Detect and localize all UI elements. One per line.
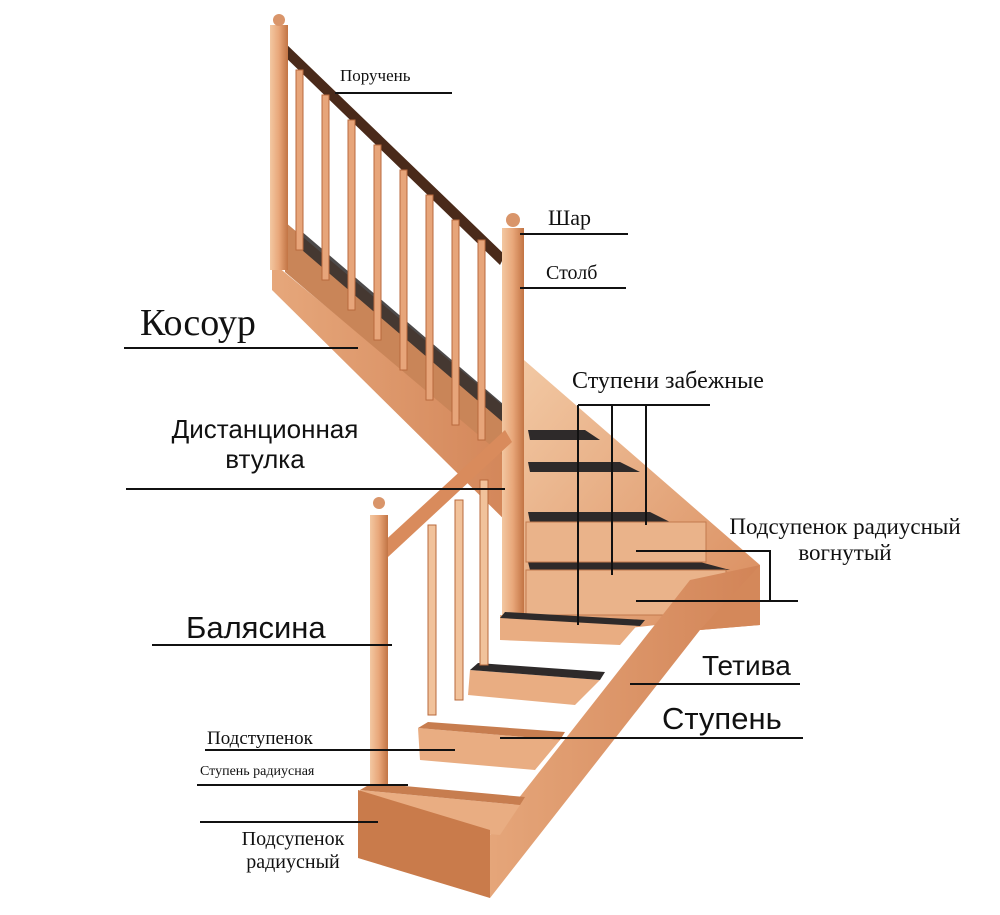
lower-stringer	[478, 565, 760, 898]
label-stolb: Столб	[546, 262, 598, 284]
leader-lines	[124, 92, 803, 823]
lower-balusters	[427, 479, 489, 716]
label-tetiva: Тетива	[702, 650, 791, 681]
newel-ball	[506, 213, 520, 227]
label-podsupenok-radiusnyi: Подсупенок радиусный	[198, 828, 388, 874]
label-podsupenok-radiusnyi-line2: радиусный	[246, 851, 340, 873]
label-distancionnaya-line1: Дистанционная	[171, 414, 359, 444]
upper-handrail	[280, 40, 505, 265]
leader-stupeni-zabezhnye	[577, 404, 710, 625]
lower-flight-steps	[358, 612, 645, 898]
leader-podsupenok-vognutyi	[636, 550, 798, 602]
label-stupen: Ступень	[662, 701, 782, 736]
label-podsupenok-vognutyi-line1: Подсупенок радиусный	[729, 514, 961, 539]
label-stupeni-zabezhnye: Ступени забежные	[572, 368, 764, 394]
label-podstupenok: Подступенок	[207, 728, 313, 749]
bottom-newel-post	[370, 515, 388, 785]
top-newel-post	[270, 25, 288, 270]
upper-balusters	[295, 69, 486, 441]
label-stupen-radiusnaya: Ступень радиусная	[200, 764, 315, 779]
label-podsupenok-radiusnyi-line1: Подсупенок	[241, 828, 345, 850]
label-podsupenok-vognutyi-line2: вогнутый	[798, 540, 892, 566]
lower-handrail	[380, 430, 512, 557]
label-balyasina: Балясина	[186, 610, 326, 645]
middle-newel-post	[502, 228, 524, 638]
label-poruchen: Поручень	[340, 66, 411, 85]
label-podsupenok-radiusnyi-vognutyi: Подсупенок радиусный вогнутый	[700, 514, 990, 567]
label-shar: Шар	[548, 205, 591, 230]
label-kosour: Косоур	[140, 302, 256, 344]
label-distancionnaya: Дистанционная втулка	[150, 414, 380, 475]
label-distancionnaya-line2: втулка	[225, 443, 305, 474]
bottom-radius-riser	[358, 790, 490, 898]
